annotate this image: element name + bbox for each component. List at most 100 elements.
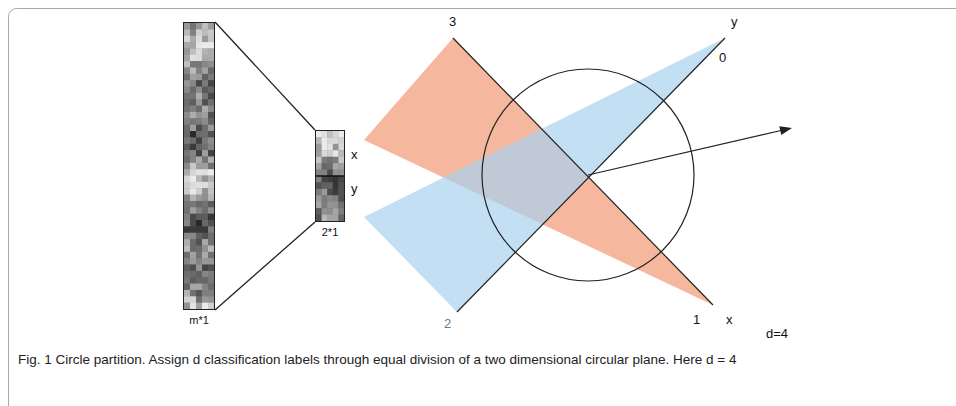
pixel: [208, 144, 214, 151]
pixel: [208, 55, 214, 62]
pixel: [202, 220, 208, 227]
pixel: [190, 131, 196, 138]
pixel: [208, 226, 214, 233]
pixel: [196, 296, 202, 303]
pixel: [208, 271, 214, 278]
pixel: [184, 137, 190, 144]
feature-pair: 2*1: [315, 130, 345, 239]
pixel: [322, 215, 328, 221]
pixel: [322, 182, 328, 189]
pixel: [190, 252, 196, 259]
pixel: [208, 93, 214, 100]
pixel: [322, 202, 328, 209]
pixel: [184, 284, 190, 291]
pixel: [190, 207, 196, 214]
pixel: [190, 195, 196, 202]
pixel: [202, 214, 208, 221]
pixel: [316, 163, 322, 170]
pixel: [196, 106, 202, 113]
sector-number: 3: [449, 14, 456, 29]
pixel: [190, 156, 196, 163]
pixel: [333, 137, 339, 144]
pixel: [316, 208, 322, 215]
pixel: [184, 42, 190, 49]
pixel: [184, 258, 190, 265]
pixel: [202, 271, 208, 278]
pixel: [208, 176, 214, 183]
pixel-texture: [184, 23, 214, 309]
pixel: [184, 290, 190, 297]
pixel: [196, 252, 202, 259]
pixel: [208, 188, 214, 195]
pixel: [202, 163, 208, 170]
pixel: [184, 188, 190, 195]
pixel: [208, 207, 214, 214]
pixel: [208, 239, 214, 246]
pixel: [202, 252, 208, 259]
pixel: [338, 131, 344, 138]
divider-line: [457, 38, 725, 312]
pixel: [190, 277, 196, 284]
pixel: [316, 176, 322, 183]
sector-number: 1: [693, 312, 700, 327]
pixel: [327, 176, 333, 183]
pixel: [333, 131, 339, 138]
pixel: [202, 131, 208, 138]
pixel: [184, 195, 190, 202]
pixel: [184, 36, 190, 43]
pixel: [338, 215, 344, 221]
pixel: [208, 195, 214, 202]
pixel: [208, 214, 214, 221]
pixel: [208, 163, 214, 170]
pixel: [196, 36, 202, 43]
pixel: [190, 112, 196, 119]
pixel: [202, 150, 208, 157]
pixel: [196, 112, 202, 119]
pixel: [196, 169, 202, 176]
pixel: [190, 23, 196, 30]
pixel: [196, 195, 202, 202]
pixel: [316, 137, 322, 144]
pixel: [190, 176, 196, 183]
pixel: [327, 131, 333, 138]
figure-caption: Fig. 1 Circle partition. Assign d classi…: [18, 350, 923, 370]
pixel: [202, 156, 208, 163]
pixel: [322, 195, 328, 202]
pixel: [202, 245, 208, 252]
pixel: [322, 157, 328, 164]
pixel: [196, 99, 202, 106]
pixel: [184, 163, 190, 170]
pixel: [208, 118, 214, 125]
pixel: [202, 290, 208, 297]
pixel: [196, 271, 202, 278]
size-label: m*1: [189, 314, 209, 327]
pixel: [327, 144, 333, 151]
pixel: [196, 163, 202, 170]
pixel: [196, 182, 202, 189]
pixel: [322, 176, 328, 183]
pixel: [327, 195, 333, 202]
pixel: [202, 284, 208, 291]
pixel: [316, 131, 322, 138]
pixel: [190, 29, 196, 36]
pixel: [196, 265, 202, 272]
pixel: [202, 207, 208, 214]
pixel: [338, 137, 344, 144]
pixel: [208, 201, 214, 208]
pixel: [184, 182, 190, 189]
pixel: [333, 202, 339, 209]
pixel: [190, 42, 196, 49]
pixel: [184, 156, 190, 163]
pixel: [196, 258, 202, 265]
pixel: [196, 150, 202, 157]
pixel: [333, 189, 339, 196]
y-projection-wedge: [364, 38, 725, 312]
pixel: [202, 106, 208, 113]
pixel: [333, 195, 339, 202]
pixel: [208, 137, 214, 144]
pixel: [196, 131, 202, 138]
pixel: [184, 23, 190, 30]
pixel: [196, 55, 202, 62]
pixel: [208, 233, 214, 240]
pixel: [196, 29, 202, 36]
